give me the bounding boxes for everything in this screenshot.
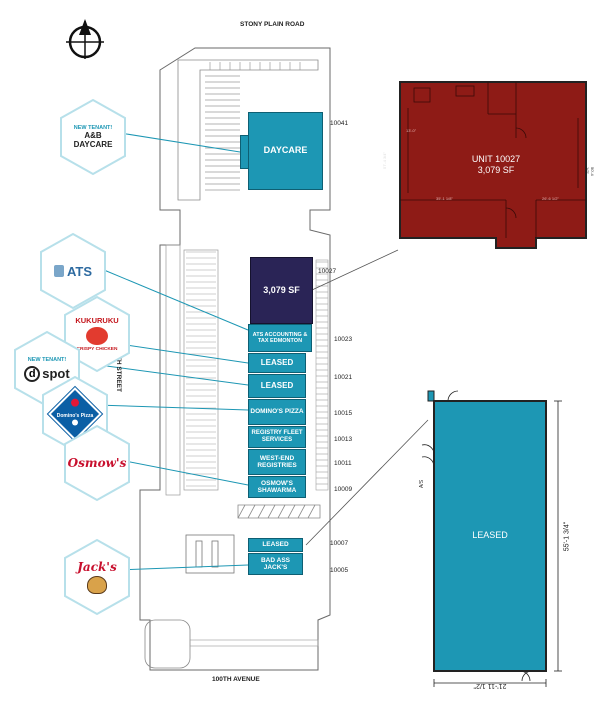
unit-number-ats: 10023 [334,336,353,343]
floorplan-unit-10027[interactable]: UNIT 10027 3,079 SF 57'-4 3/4" 50'-4 1/2… [382,78,596,250]
unit-ats-label: ATS ACCOUNTING & TAX EDMONTON [252,331,308,345]
floorplan-leased-side-mark: A/S [419,479,426,489]
unit-osmows[interactable]: OSMOW'S SHAWARMA [248,476,306,498]
unit-leased-3-label: LEASED [262,541,289,549]
floorplan-leased-height-dim: 55'-1 3/4" [563,521,571,552]
kukuruku-logo-top: KUKURUKU [75,316,119,325]
tenant-badge-kukuruku[interactable]: KUKURUKU CRISPY CHICKEN [62,295,132,373]
unit-number-badass: 10005 [330,567,349,574]
dominos-logo: Domino's Pizza [56,413,94,419]
new-tenant-tag: NEW TENANT! [73,125,113,131]
unit-westend[interactable]: WEST-END REGISTRIES [248,449,306,475]
unit-daycare[interactable]: DAYCARE [248,112,323,190]
street-label-bottom: 100TH AVENUE [212,676,260,683]
floorplan-leased[interactable]: LEASED 55'-1 3/4" 21'-11 1/2" A/S [419,385,571,690]
unit-leased-1[interactable]: LEASED [248,353,306,373]
unit-leased-3[interactable]: LEASED [248,538,303,552]
jacks-mascot-icon [87,576,107,594]
tenant-badge-jacks[interactable]: Jack's [62,538,132,616]
dspot-logo-d: d [24,365,41,382]
unit-badass-label: BAD ASS JACK'S [260,556,290,572]
unit-dominos[interactable]: DOMINO'S PIZZA [248,399,306,425]
unit-number-daycare: 10041 [330,120,349,127]
new-tenant-tag: NEW TENANT! [27,356,67,363]
unit-leased-2[interactable]: LEASED [248,374,306,398]
floorplan-dim-inner-2: 35'-1 1/8" [436,196,453,201]
jacks-logo: Jack's [77,560,117,574]
floorplan-dim-inner-1: 13'-0" [406,128,417,133]
unit-number-osmows: 10009 [334,486,353,493]
unit-available-label: 3,079 SF [263,284,300,295]
floorplan-dim-inner-3: 26'-6 1/2" [542,196,559,201]
dspot-logo: spot [42,366,70,381]
tenant-badge-daycare[interactable]: NEW TENANT! A&B DAYCARE [58,98,128,176]
unit-badass[interactable]: BAD ASS JACK'S [248,553,303,575]
unit-registry[interactable]: REGISTRY FLEET SERVICES [248,426,306,448]
unit-number-registry: 10013 [334,436,353,443]
unit-number-leased-2: 10021 [334,374,353,381]
unit-westend-label: WEST-END REGISTRIES [257,454,297,470]
floorplan-leased-width-dim: 21'-11 1/2" [473,682,507,689]
tenant-name: A&B DAYCARE [73,131,113,149]
unit-number-westend: 10011 [334,460,352,467]
unit-osmows-label: OSMOW'S SHAWARMA [257,479,297,495]
chicken-icon [86,327,108,345]
unit-registry-label: REGISTRY FLEET SERVICES [251,430,303,443]
tenant-badge-osmows[interactable]: Osmow's [62,424,132,502]
floorplan-dim-left: 57'-4 3/4" [381,152,387,169]
floorplan-leased-label: LEASED [472,530,508,540]
floorplan-unit-area: 3,079 SF [477,165,515,175]
unit-dominos-label: DOMINO'S PIZZA [250,408,304,416]
unit-leased-1-label: LEASED [260,358,294,368]
unit-number-leased-3: 10007 [330,540,349,547]
ats-logo: ATS [66,263,93,279]
osmows-logo: Osmow's [67,456,127,470]
unit-number-dominos: 10015 [334,410,353,417]
unit-number-available: 10027 [318,268,337,275]
street-label-top: STONY PLAIN ROAD [240,21,305,28]
unit-available[interactable]: 3,079 SF [250,257,313,324]
compass-north-icon [62,15,108,61]
unit-leased-2-label: LEASED [260,381,294,391]
floorplan-unit-title: UNIT 10027 [471,154,521,164]
tenant-badge-ats[interactable]: ATS [38,232,108,310]
kukuruku-logo-bottom: CRISPY CHICKEN [76,347,118,352]
ats-logo-icon [53,265,64,277]
unit-daycare-label: DAYCARE [263,145,308,156]
unit-ats[interactable]: ATS ACCOUNTING & TAX EDMONTON [248,324,312,352]
floorplan-dim-right: 50'-4 1/2" [585,167,595,176]
